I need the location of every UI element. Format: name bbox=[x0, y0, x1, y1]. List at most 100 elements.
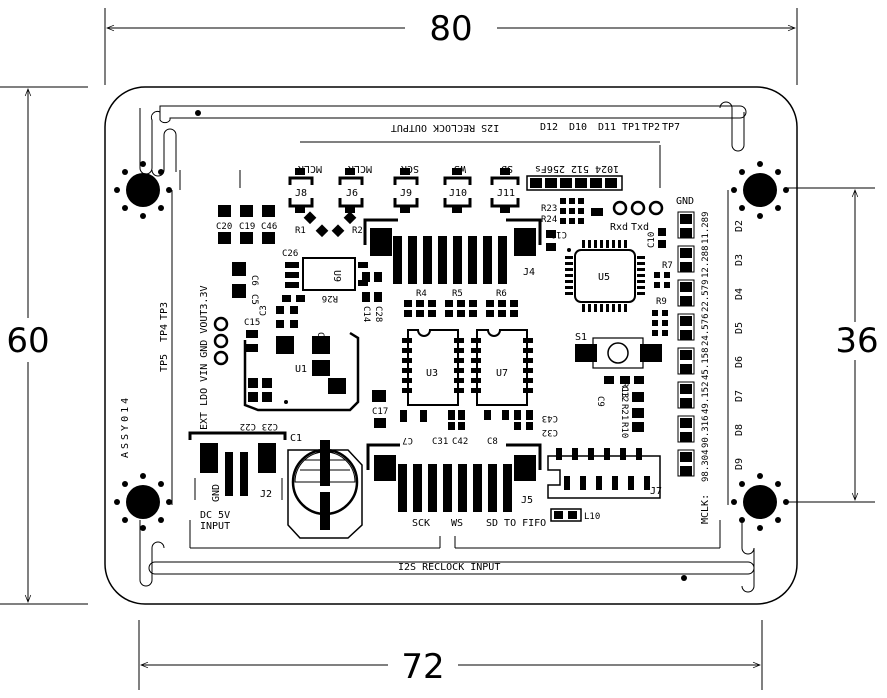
cap-c14-c28: C14 C28 bbox=[361, 272, 383, 322]
label-j7: J7 bbox=[650, 486, 662, 497]
led-ref-d4: D4 bbox=[734, 288, 745, 300]
jumper-j11-ref: J11 bbox=[497, 188, 515, 199]
bottom-signal-ws: WS bbox=[451, 518, 463, 529]
label-c28: C28 bbox=[373, 306, 383, 322]
led-ref-d9: D9 bbox=[734, 458, 745, 470]
power-input-label: INPUT bbox=[200, 521, 230, 532]
top-label-d10: D10 bbox=[569, 122, 587, 133]
dimension-left-text: 60 bbox=[6, 321, 49, 361]
led-ref-d5: D5 bbox=[734, 322, 745, 334]
mclk-value: 98.304 bbox=[701, 449, 711, 482]
mclk-value: 11.289 bbox=[701, 211, 711, 244]
led-pad bbox=[680, 364, 692, 374]
led-pad bbox=[680, 330, 692, 340]
dimension-top: 80 bbox=[104, 8, 798, 85]
led-pad bbox=[680, 282, 692, 292]
label-r13: R13 bbox=[619, 382, 629, 398]
label-c20: C20 bbox=[216, 222, 232, 232]
mclk-value: 22.579 bbox=[701, 279, 711, 312]
cap-c3-c2: C3 C2 bbox=[259, 295, 325, 343]
top-label-tp7: TP7 bbox=[662, 122, 680, 133]
u1-ldo: U1 bbox=[243, 331, 360, 412]
led-ref-d3: D3 bbox=[734, 254, 745, 266]
serial-rxd-label: Rxd bbox=[610, 222, 628, 233]
mclk-value: 24.576 bbox=[701, 313, 711, 346]
cap-c10-pad bbox=[658, 228, 666, 236]
led-ref-d8: D8 bbox=[734, 424, 745, 436]
dimension-bottom-text: 72 bbox=[401, 647, 444, 687]
u9-regulator: U9 bbox=[285, 257, 368, 291]
mclk-value: 49.152 bbox=[701, 381, 711, 414]
led-pad bbox=[680, 316, 692, 326]
label-c43: C43 bbox=[542, 413, 558, 423]
ic-u7: U7 bbox=[471, 329, 533, 406]
led-pad bbox=[680, 296, 692, 306]
label-c6: C6 bbox=[249, 275, 259, 286]
label-c10: C10 bbox=[647, 232, 657, 248]
dimension-left: 60 bbox=[0, 86, 88, 605]
caps-center-bottom: C17 C7 C31 C42 C8 C43 C32 bbox=[372, 390, 558, 447]
mclk-value: 45.158 bbox=[701, 347, 711, 380]
mounting-hole-tr bbox=[731, 161, 789, 219]
header-label-mclk-1: MCLK bbox=[298, 163, 322, 174]
jumper-j8: J8 bbox=[288, 168, 314, 213]
ic-u3: U3 bbox=[402, 329, 464, 406]
serial-gnd-label: GND bbox=[676, 196, 694, 207]
mclk-value: 12.288 bbox=[701, 245, 711, 278]
test-point-tp3: TP3 bbox=[159, 302, 170, 320]
label-r23: R23 bbox=[541, 204, 557, 214]
fiducial-bottom bbox=[681, 575, 687, 581]
test-point-holes bbox=[213, 316, 229, 366]
switch-s1: S1 bbox=[575, 332, 662, 369]
led-d2: D2 11.289 bbox=[677, 211, 745, 244]
resistor-network-r23-r24: R23 R24 C11 bbox=[541, 198, 603, 251]
led-d5: D5 24.576 bbox=[677, 313, 745, 346]
label-c31: C31 bbox=[432, 437, 448, 447]
led-pad bbox=[680, 418, 692, 428]
jumper-j8-ref: J8 bbox=[295, 188, 307, 199]
led-d3: D3 12.288 bbox=[677, 245, 745, 278]
cap-c15: C15 bbox=[244, 318, 260, 352]
header-j4: J4 bbox=[363, 218, 542, 284]
led-pad bbox=[680, 214, 692, 224]
inductor-l10: L10 bbox=[550, 508, 600, 522]
jumper-j9-ref: J9 bbox=[400, 188, 412, 199]
label-c14: C14 bbox=[361, 306, 371, 322]
mounting-hole-br bbox=[731, 473, 789, 531]
label-c15: C15 bbox=[244, 318, 260, 328]
top-label-d12: D12 bbox=[540, 122, 558, 133]
led-ref-d6: D6 bbox=[734, 356, 745, 368]
top-label-d11: D11 bbox=[598, 122, 616, 133]
label-c26: C26 bbox=[282, 249, 298, 259]
led-pad bbox=[680, 466, 692, 476]
serial-header: Rxd Txd GND bbox=[610, 196, 694, 233]
header-label-mclk-2: MCLK bbox=[348, 163, 372, 174]
label-u7: U7 bbox=[496, 368, 508, 379]
power-gnd-label: GND bbox=[211, 484, 222, 502]
led-d6: D6 45.158 bbox=[677, 347, 745, 380]
led-pad bbox=[680, 228, 692, 238]
mclk-caption: MCLK: bbox=[700, 494, 711, 524]
header-j7: J7 bbox=[547, 448, 662, 499]
board-slots bbox=[139, 101, 755, 593]
bottom-signal-sck: SCK bbox=[412, 518, 430, 529]
output-title: I2S RECLOCK OUTPUT bbox=[391, 122, 499, 133]
resistor-r1-r2: R1 R2 bbox=[295, 211, 363, 238]
label-l10: L10 bbox=[584, 512, 600, 522]
cap-c6-c5: C6 C5 bbox=[232, 262, 259, 305]
label-c8: C8 bbox=[487, 437, 498, 447]
label-u3: U3 bbox=[426, 368, 438, 379]
label-u1: U1 bbox=[295, 364, 307, 375]
led-pad bbox=[680, 350, 692, 360]
test-point-labels: TP5 TP4 TP3 bbox=[159, 302, 170, 372]
dimension-top-text: 80 bbox=[429, 9, 472, 49]
resistors-r4-r6: R4 R5 R6 bbox=[404, 289, 518, 317]
label-r21: R21 bbox=[619, 404, 629, 420]
label-r5: R5 bbox=[452, 289, 463, 299]
jumper-j6: J6 bbox=[338, 168, 364, 213]
led-ref-d2: D2 bbox=[734, 220, 745, 232]
led-pad bbox=[680, 432, 692, 442]
label-c9: C9 bbox=[595, 396, 605, 407]
